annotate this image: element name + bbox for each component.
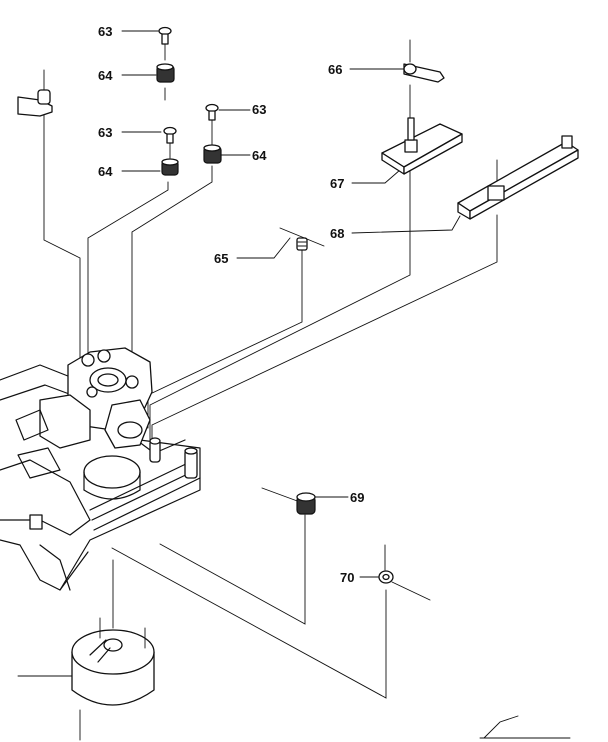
motor xyxy=(71,617,155,706)
screw-63-mid xyxy=(163,126,177,144)
callout-64-top: 64 xyxy=(98,68,113,83)
callout-68: 68 xyxy=(330,226,344,241)
callout-67: 67 xyxy=(330,176,344,191)
screw-63-top xyxy=(158,26,172,45)
bushing-64-top xyxy=(156,63,175,83)
callout-labels: 63 64 63 63 64 64 66 67 68 65 69 70 xyxy=(98,24,364,585)
callout-64-mid: 64 xyxy=(98,164,113,179)
leader-lines xyxy=(121,30,461,578)
callout-63-right: 63 xyxy=(252,102,266,117)
callout-69: 69 xyxy=(350,490,364,505)
callout-63-top: 63 xyxy=(98,24,112,39)
bushing-64-mid xyxy=(161,158,179,176)
bracket-68 xyxy=(457,135,579,220)
callout-63-mid: 63 xyxy=(98,125,112,140)
lever-66 xyxy=(403,63,445,83)
clip-70 xyxy=(378,570,394,584)
callout-65: 65 xyxy=(214,251,228,266)
spring-65 xyxy=(279,227,325,251)
screw-63-right xyxy=(205,103,219,121)
lever-part-top-left xyxy=(17,69,53,117)
bushing-64-right xyxy=(203,144,222,164)
callout-64-right: 64 xyxy=(252,148,267,163)
main-chassis xyxy=(0,347,201,591)
callout-66: 66 xyxy=(328,62,342,77)
slider-67 xyxy=(381,117,463,175)
roller-69 xyxy=(296,492,316,515)
callout-70: 70 xyxy=(340,570,354,585)
